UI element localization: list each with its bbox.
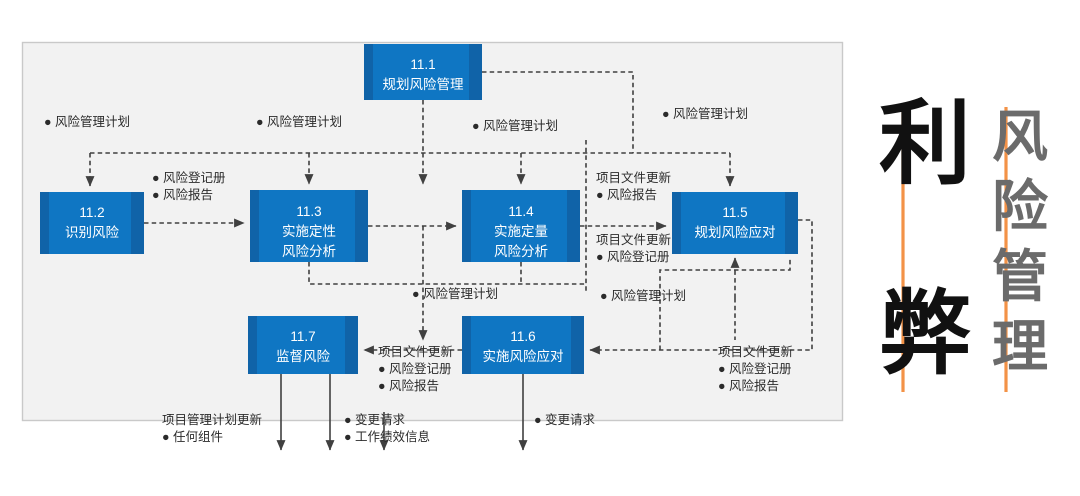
process-box-11-5[interactable]: 11.5 规划风险应对 [672,192,798,254]
process-box-11-1[interactable]: 11.1 规划风险管理 [364,44,482,100]
flow-label-upd-report: 项目文件更新 ● 风险报告 [596,170,671,202]
label-line: ● 风险报告 [378,378,439,393]
label-line: ● 变更请求 [344,412,406,427]
label-line: 项目文件更新 [596,232,671,247]
box-title-line2: 风险分析 [282,244,336,259]
box-number: 11.2 [79,205,104,220]
label-line: ● 工作绩效信息 [344,429,430,444]
label-line: ● 风险报告 [596,187,657,202]
box-title-line1: 实施定量 [494,224,548,239]
label-line: ● 变更请求 [534,412,596,427]
label-line: ● 风险管理计划 [412,286,498,301]
box-title-line1: 监督风险 [276,349,330,364]
flow-labels: ● 风险管理计划● 风险管理计划● 风险管理计划● 风险管理计划● 风险登记册●… [44,106,793,444]
process-box-11-2[interactable]: 11.2 识别风险 [40,192,144,254]
flow-label-upd-register: 项目文件更新 ● 风险登记册 [596,232,671,264]
flow-label-bottom-right: 项目文件更新 ● 风险登记册 ● 风险报告 [718,344,793,393]
process-box-11-7[interactable]: 11.7 监督风险 [248,316,358,374]
flow-label-top-3: ● 风险管理计划 [472,118,558,133]
label-line: 项目文件更新 [596,170,671,185]
box-number: 11.6 [510,329,535,344]
box-title-line1: 实施风险应对 [483,348,564,364]
flow-label-out-2: ● 变更请求 ● 工作绩效信息 [344,412,430,444]
box-title-line1: 规划风险应对 [695,224,776,240]
label-line: ● 风险管理计划 [44,114,130,129]
label-line: ● 风险管理计划 [472,118,558,133]
flow-label-reg-report: ● 风险登记册 ● 风险报告 [152,170,226,202]
label-line: ● 风险登记册 [596,249,670,264]
flow-label-mid-plan-1: ● 风险管理计划 [412,286,498,301]
box-number: 11.3 [296,204,321,219]
box-number: 11.1 [410,57,435,72]
label-line: 项目文件更新 [378,344,453,359]
box-number: 11.7 [290,329,315,344]
box-title-line1: 识别风险 [65,225,119,240]
box-number: 11.4 [508,204,534,219]
label-line: ● 风险登记册 [378,361,452,376]
process-box-11-6[interactable]: 11.6 实施风险应对 [462,316,584,374]
label-line: 项目文件更新 [718,344,793,359]
flow-label-mid-plan-2: ● 风险管理计划 [600,288,686,303]
label-line: 项目管理计划更新 [162,412,262,427]
label-line: ● 任何组件 [162,429,223,444]
label-line: ● 风险登记册 [718,361,792,376]
label-line: ● 风险报告 [152,187,213,202]
label-line: ● 风险管理计划 [662,106,748,121]
flow-label-top-2: ● 风险管理计划 [256,114,342,129]
label-line: ● 风险管理计划 [256,114,342,129]
box-number: 11.5 [722,205,747,220]
flow-label-out-3: ● 变更请求 [534,412,596,427]
flow-label-top-1: ● 风险管理计划 [44,114,130,129]
label-line: ● 风险登记册 [152,170,226,185]
box-title-line1: 实施定性 [282,224,336,239]
label-line: ● 风险管理计划 [600,288,686,303]
flow-label-bottom-center: 项目文件更新 ● 风险登记册 ● 风险报告 [378,344,453,393]
flow-label-top-4: ● 风险管理计划 [662,106,748,121]
connector-lines [85,71,813,451]
box-title-line1: 规划风险管理 [383,77,464,92]
flow-label-out-1: 项目管理计划更新 ● 任何组件 [162,412,262,444]
box-title-line2: 风险分析 [494,244,548,259]
label-line: ● 风险报告 [718,378,779,393]
